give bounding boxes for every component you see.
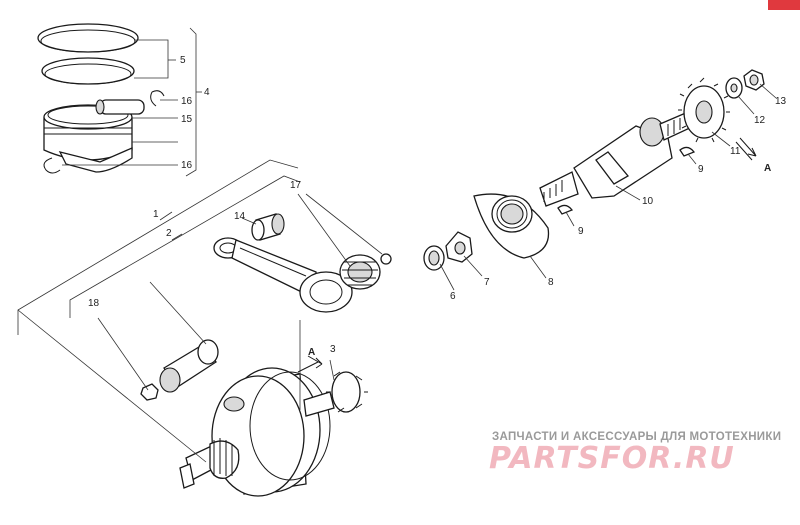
circlip-upper: [150, 90, 165, 107]
callout-9-upper: 9: [698, 164, 704, 175]
callout-18: 18: [88, 298, 100, 309]
piston-ring-set: [37, 23, 139, 85]
spacer-washer: [725, 77, 743, 99]
balance-shaft: [539, 111, 695, 207]
view-label-a-lower: A: [308, 347, 315, 358]
callout-12: 12: [754, 115, 766, 126]
callout-9-lower: 9: [578, 226, 584, 237]
callout-17: 17: [290, 180, 302, 191]
callout-15: 15: [181, 114, 193, 125]
callout-2: 2: [166, 228, 172, 239]
callout-16-lower: 16: [181, 160, 193, 171]
crankshaft: [179, 367, 368, 497]
callout-13: 13: [775, 96, 787, 107]
watermark-tagline: ЗАПЧАСТИ И АКСЕССУАРЫ ДЛЯ МОТОТЕХНИКИ: [492, 431, 782, 443]
callout-10: 10: [642, 196, 654, 207]
callout-4: 4: [204, 87, 210, 98]
woodruff-key-lower: [557, 204, 574, 215]
callout-7: 7: [484, 277, 490, 288]
woodruff-key-upper: [679, 146, 696, 157]
big-end-needle-bearing: [339, 254, 381, 290]
watermark-logo: PARTSFOR.RU: [489, 441, 735, 476]
circlip-lower: [43, 157, 61, 174]
small-end-bearing: [251, 213, 285, 241]
corner-tab: [768, 0, 800, 10]
view-arrow-a-upper: [735, 137, 757, 161]
sprocket: [678, 77, 730, 143]
callout-3: 3: [330, 344, 336, 355]
view-label-a-upper: A: [764, 163, 771, 174]
piston: [43, 99, 145, 173]
view-arrow-a-lower: [297, 355, 323, 373]
callout-1: 1: [153, 209, 159, 220]
crank-pin: [159, 339, 219, 393]
connecting-rod: [213, 237, 353, 313]
callout-11: 11: [730, 146, 741, 157]
callout-5: 5: [180, 55, 186, 66]
callout-6: 6: [450, 291, 456, 302]
callout-8: 8: [548, 277, 554, 288]
callout-16-upper: 16: [181, 96, 193, 107]
flange-nut: [743, 69, 765, 91]
lock-washer: [445, 231, 473, 263]
oil-seal: [423, 245, 445, 271]
callout-14: 14: [234, 211, 246, 222]
crank-pin-washer: [380, 253, 392, 265]
counterweight-disc: [473, 193, 550, 259]
crank-nut: [140, 383, 159, 401]
